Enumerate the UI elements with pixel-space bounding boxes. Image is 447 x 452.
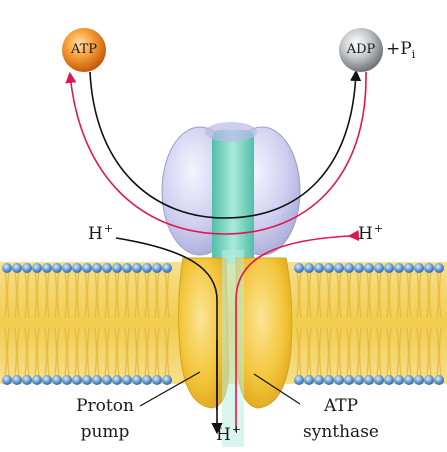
lipid-head (394, 263, 404, 273)
lipid-head (112, 375, 122, 385)
proton-pump-label-line1: Proton (60, 398, 150, 415)
atp-synthase-head (162, 122, 300, 264)
lipid-head (82, 263, 92, 273)
lipid-head (62, 375, 72, 385)
lipid-head (12, 375, 22, 385)
lipid-head (122, 375, 132, 385)
lipid-head (12, 263, 22, 273)
lipid-head (42, 263, 52, 273)
lipid-head (82, 375, 92, 385)
lipid-head (132, 263, 142, 273)
lipid-head (2, 375, 12, 385)
lipid-head (374, 263, 384, 273)
lipid-head (414, 263, 424, 273)
proton-pump-label-line2: pump (60, 424, 150, 441)
lipid-head (22, 263, 32, 273)
lipid-head (304, 375, 314, 385)
lipid-head (162, 263, 172, 273)
lipid-head (404, 375, 414, 385)
lipid-head (374, 375, 384, 385)
lipid-head (364, 263, 374, 273)
lipid-head (304, 263, 314, 273)
lipid-head (404, 263, 414, 273)
lipid-head (334, 375, 344, 385)
lipid-head (92, 375, 102, 385)
lipid-head (132, 375, 142, 385)
lipid-head (414, 375, 424, 385)
proton-left-label: H+ (88, 223, 113, 243)
lipid-head (42, 375, 52, 385)
phosphate-label: +Pi (386, 41, 415, 60)
lipid-head (434, 375, 444, 385)
lipid-head (324, 263, 334, 273)
lipid-head (2, 263, 12, 273)
atp-label: ATP (62, 43, 106, 56)
lipid-head (394, 375, 404, 385)
lipid-head (354, 263, 364, 273)
lipid-head (152, 375, 162, 385)
lipid-head (324, 375, 334, 385)
lipid-head (142, 263, 152, 273)
lipid-head (162, 375, 172, 385)
lipid-head (52, 375, 62, 385)
lipid-head (92, 263, 102, 273)
lipid-head (344, 263, 354, 273)
lipid-head (384, 263, 394, 273)
lipid-head (384, 375, 394, 385)
lipid-head (52, 263, 62, 273)
lipid-head (434, 263, 444, 273)
lipid-head (142, 375, 152, 385)
lipid-head (314, 263, 324, 273)
lipid-head (102, 375, 112, 385)
lipid-head (424, 375, 434, 385)
lipid-head (72, 263, 82, 273)
proton-right-label: H+ (358, 223, 383, 243)
lipid-head (364, 375, 374, 385)
lipid-head (152, 263, 162, 273)
adp-label: ADP (339, 43, 383, 56)
proton-bottom-label: H+ (216, 424, 241, 444)
lipid-head (62, 263, 72, 273)
lipid-head (294, 375, 304, 385)
lipid-head (122, 263, 132, 273)
lipid-head (72, 375, 82, 385)
lipid-head (314, 375, 324, 385)
proton-pump-protein (179, 258, 229, 408)
lipid-head (354, 375, 364, 385)
atp-synthase-base (222, 250, 292, 447)
lipid-head (112, 263, 122, 273)
lipid-head (102, 263, 112, 273)
atp-synthase-label-line2: synthase (296, 424, 386, 441)
lipid-head (32, 375, 42, 385)
lipid-head (294, 263, 304, 273)
atp-synthase-label-line1: ATP (296, 398, 386, 415)
lipid-head (32, 263, 42, 273)
lipid-head (424, 263, 434, 273)
lipid-head (334, 263, 344, 273)
lipid-head (22, 375, 32, 385)
lipid-head (344, 375, 354, 385)
